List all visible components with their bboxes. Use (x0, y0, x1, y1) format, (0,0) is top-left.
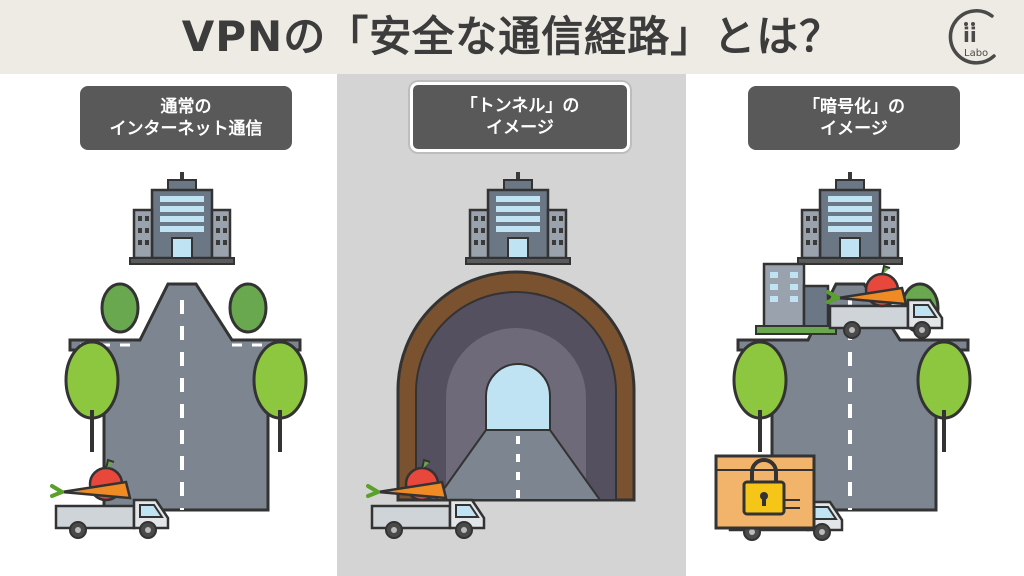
tunnel-scene (366, 170, 636, 540)
label-encryption: 「暗号化」の イメージ (748, 86, 960, 150)
bush-icon (228, 282, 268, 334)
label-normal-communication: 通常の インターネット通信 (80, 86, 292, 150)
chii-labo-logo-icon: ii Labo (948, 9, 996, 65)
encryption-road-scene (714, 170, 972, 542)
padlock-icon (742, 458, 786, 516)
normal-road-scene (50, 170, 308, 540)
office-building-icon (796, 170, 904, 266)
office-building-icon (464, 170, 572, 266)
label-tunnel: 「トンネル」の イメージ (410, 82, 630, 152)
svg-text:Labo: Labo (964, 48, 988, 59)
office-building-icon (128, 170, 236, 266)
header-bar (0, 0, 1024, 74)
truck-icon (54, 498, 170, 540)
svg-text:ii: ii (963, 23, 977, 47)
small-building-icon (755, 262, 837, 335)
truck-icon (370, 498, 486, 540)
page-title: VPNの「安全な通信経路」とは？ (181, 12, 843, 61)
bush-icon (100, 282, 140, 334)
